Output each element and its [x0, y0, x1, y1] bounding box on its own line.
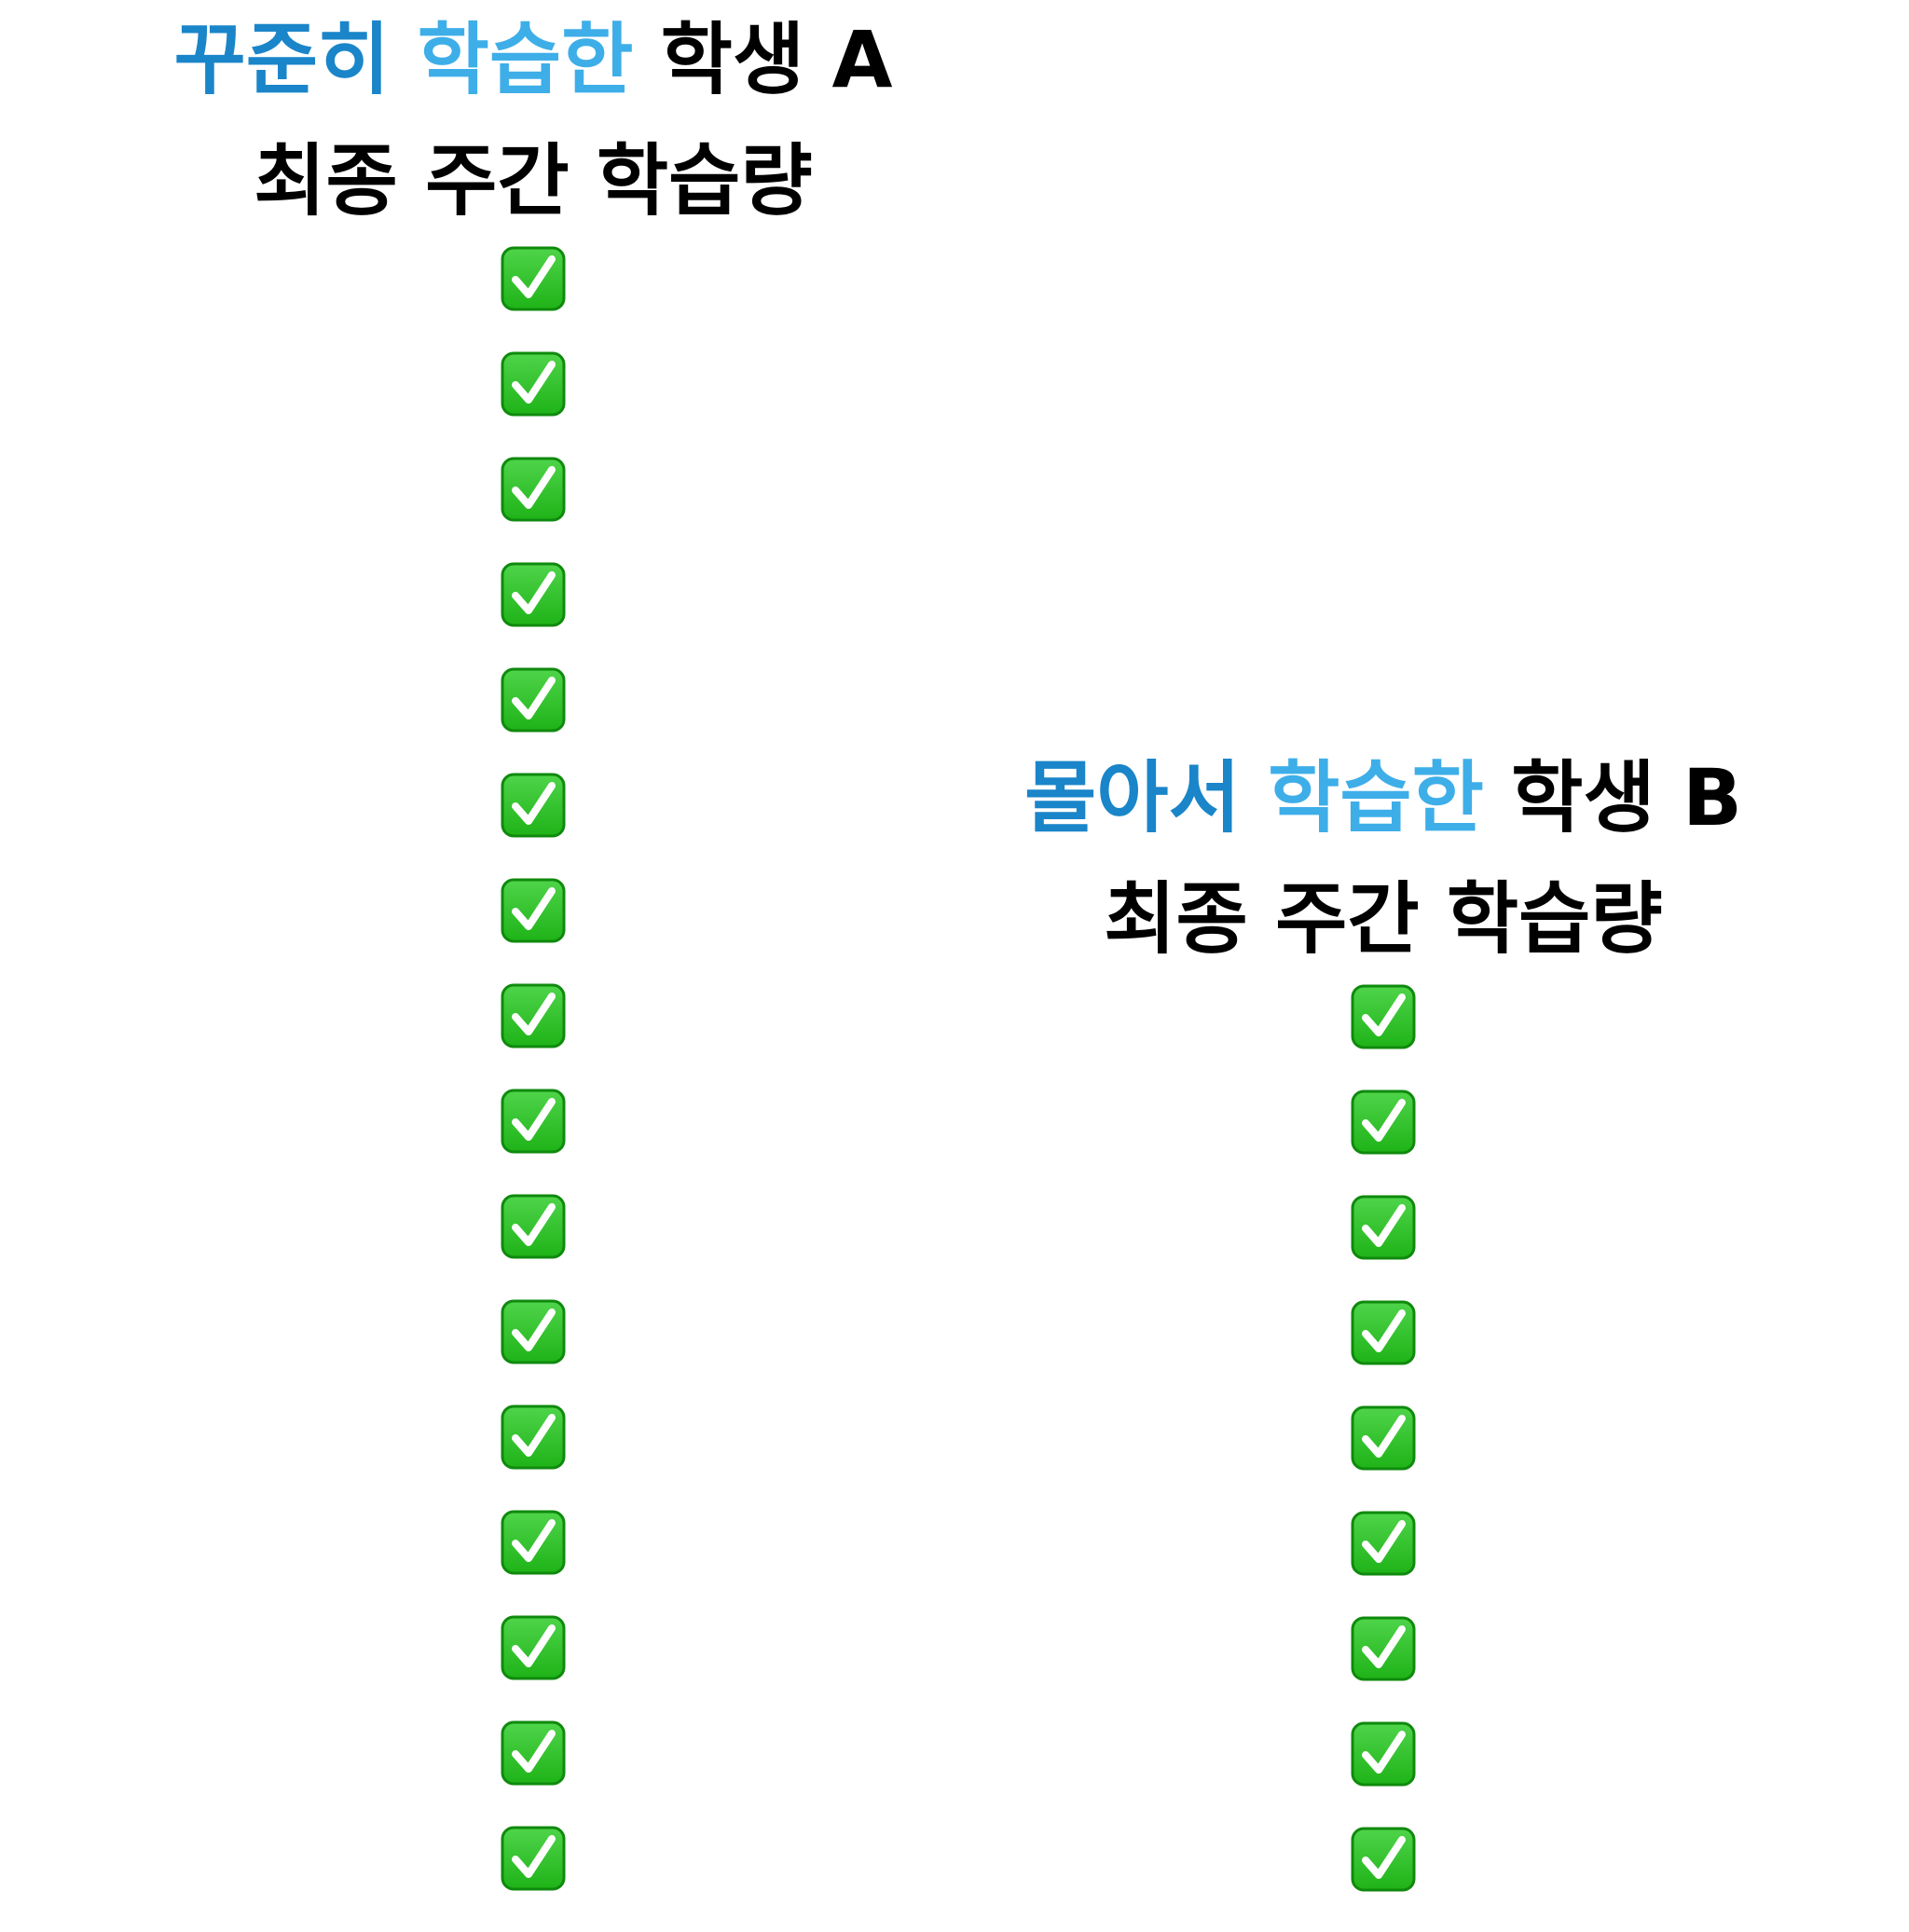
check-mark-button-icon — [501, 1404, 566, 1470]
check-mark-button-icon — [501, 246, 566, 311]
check-mark-button-icon — [1351, 984, 1416, 1049]
student-a-title-name: 학생 A — [660, 14, 893, 105]
student-a-title-highlight-1: 꾸준히 — [173, 14, 391, 105]
student-b-title-highlight-2: 학습한 — [1268, 752, 1484, 843]
check-mark-button-icon — [501, 1089, 566, 1154]
check-mark-button-icon — [501, 1194, 566, 1259]
check-mark-button-icon — [501, 457, 566, 522]
check-mark-button-icon — [1351, 1511, 1416, 1576]
check-mark-button-icon — [501, 1299, 566, 1364]
check-mark-button-icon — [1351, 1089, 1416, 1155]
check-mark-button-icon — [1351, 1721, 1416, 1787]
student-a-title: 꾸준히 학습한 학생 A — [173, 13, 892, 106]
check-mark-button-icon — [1351, 1195, 1416, 1260]
check-mark-button-icon — [1351, 1300, 1416, 1365]
student-b-column: 몰아서 학습한 학생 B 최종 주간 학습량 — [906, 0, 1861, 1932]
check-mark-button-icon — [501, 983, 566, 1048]
check-mark-button-icon — [501, 1720, 566, 1786]
student-b-title-highlight-1: 몰아서 — [1023, 752, 1241, 843]
check-mark-button-icon — [501, 1615, 566, 1680]
student-b-title: 몰아서 학습한 학생 B — [1024, 751, 1742, 844]
student-b-title-name: 학생 B — [1511, 752, 1743, 843]
check-mark-button-icon — [501, 351, 566, 417]
student-a-check-list — [501, 246, 566, 1931]
check-mark-button-icon — [1351, 1827, 1416, 1892]
check-mark-button-icon — [1351, 1405, 1416, 1471]
student-a-title-highlight-2: 학습한 — [417, 14, 634, 105]
check-mark-button-icon — [501, 667, 566, 733]
student-b-subtitle: 최종 주간 학습량 — [1104, 873, 1663, 965]
check-mark-button-icon — [501, 878, 566, 943]
check-mark-button-icon — [501, 1826, 566, 1891]
student-a-column: 꾸준히 학습한 학생 A 최종 주간 학습량 — [56, 0, 1010, 1931]
student-a-subtitle: 최종 주간 학습량 — [254, 135, 813, 226]
check-mark-button-icon — [501, 773, 566, 838]
student-b-check-list — [1351, 984, 1416, 1932]
check-mark-button-icon — [1351, 1616, 1416, 1681]
check-mark-button-icon — [501, 562, 566, 627]
check-mark-button-icon — [501, 1510, 566, 1575]
